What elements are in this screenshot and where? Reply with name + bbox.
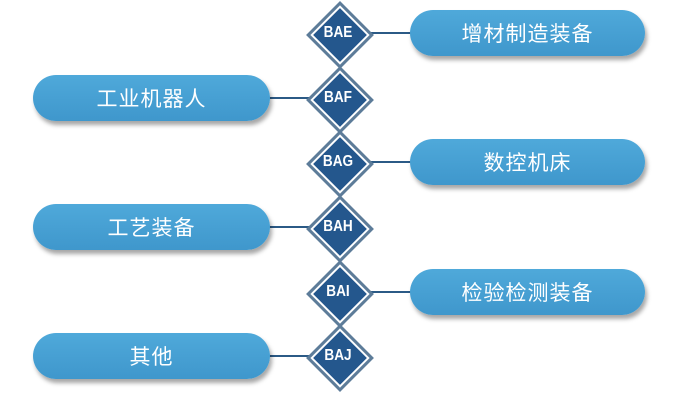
code-label: BAF — [324, 89, 352, 106]
code-diamond: BAJ — [306, 324, 374, 392]
code-diamond: BAG — [306, 130, 374, 198]
category-pill: 数控机床 — [410, 139, 645, 185]
category-pill: 其他 — [33, 333, 270, 379]
code-label: BAI — [326, 283, 350, 300]
code-label: BAE — [323, 24, 353, 41]
connector-line — [260, 355, 320, 357]
category-pill: 工业机器人 — [33, 75, 270, 121]
connector-line — [260, 97, 320, 99]
code-diamond: BAH — [306, 195, 374, 263]
code-diamond: BAI — [306, 260, 374, 328]
code-label: BAG — [322, 153, 354, 170]
connector-line — [360, 291, 420, 293]
connector-line — [360, 161, 420, 163]
connector-line — [260, 226, 320, 228]
category-pill: 检验检测装备 — [410, 269, 645, 315]
code-diamond: BAE — [306, 1, 374, 69]
category-pill: 工艺装备 — [33, 204, 270, 250]
category-pill: 增材制造装备 — [410, 10, 645, 56]
code-label: BAH — [323, 218, 353, 235]
connector-line — [360, 32, 420, 34]
code-label: BAJ — [324, 347, 352, 364]
code-diamond: BAF — [306, 66, 374, 134]
